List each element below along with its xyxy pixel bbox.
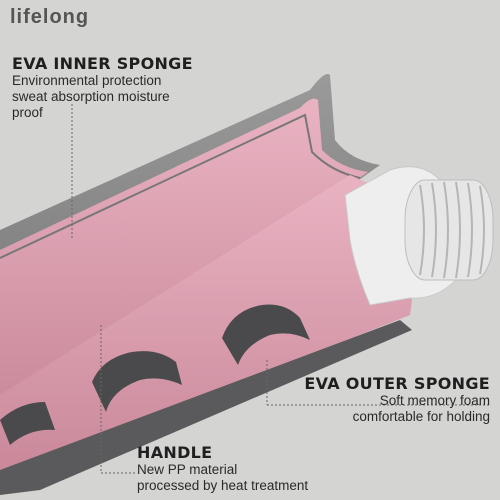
inner-sponge-seam	[0, 113, 361, 259]
outer-sponge-title: EVA OUTER SPONGE	[304, 374, 490, 393]
grip-hole-2	[92, 351, 182, 412]
thread-ridges	[419, 181, 485, 279]
handle-description: New PP material processed by heat treatm…	[137, 462, 308, 494]
inner-sponge-description: Environmental protection sweat absorptio…	[12, 73, 170, 121]
inner-sponge-line-3: proof	[12, 105, 43, 120]
inner-sponge-title: EVA INNER SPONGE	[12, 54, 193, 73]
handle-line-2: processed by heat treatment	[137, 478, 309, 493]
outer-sponge-dark-base	[0, 320, 412, 495]
outer-sponge-description: Soft memory foam comfortable for holding	[353, 393, 490, 425]
inner-sponge-line-2: sweat absorption moisture	[12, 89, 170, 104]
brand-logo: lifelong	[10, 6, 90, 28]
grip-hole-3	[0, 402, 55, 445]
outer-sponge-line-2: comfortable for holding	[352, 409, 490, 424]
grip-hole-1	[222, 304, 310, 365]
handle-title: HANDLE	[137, 443, 213, 462]
outer-sponge-line-1: Soft memory foam	[379, 393, 490, 408]
handle-line-1: New PP material	[137, 462, 238, 477]
inner-sponge-line-1: Environmental protection	[12, 73, 162, 88]
